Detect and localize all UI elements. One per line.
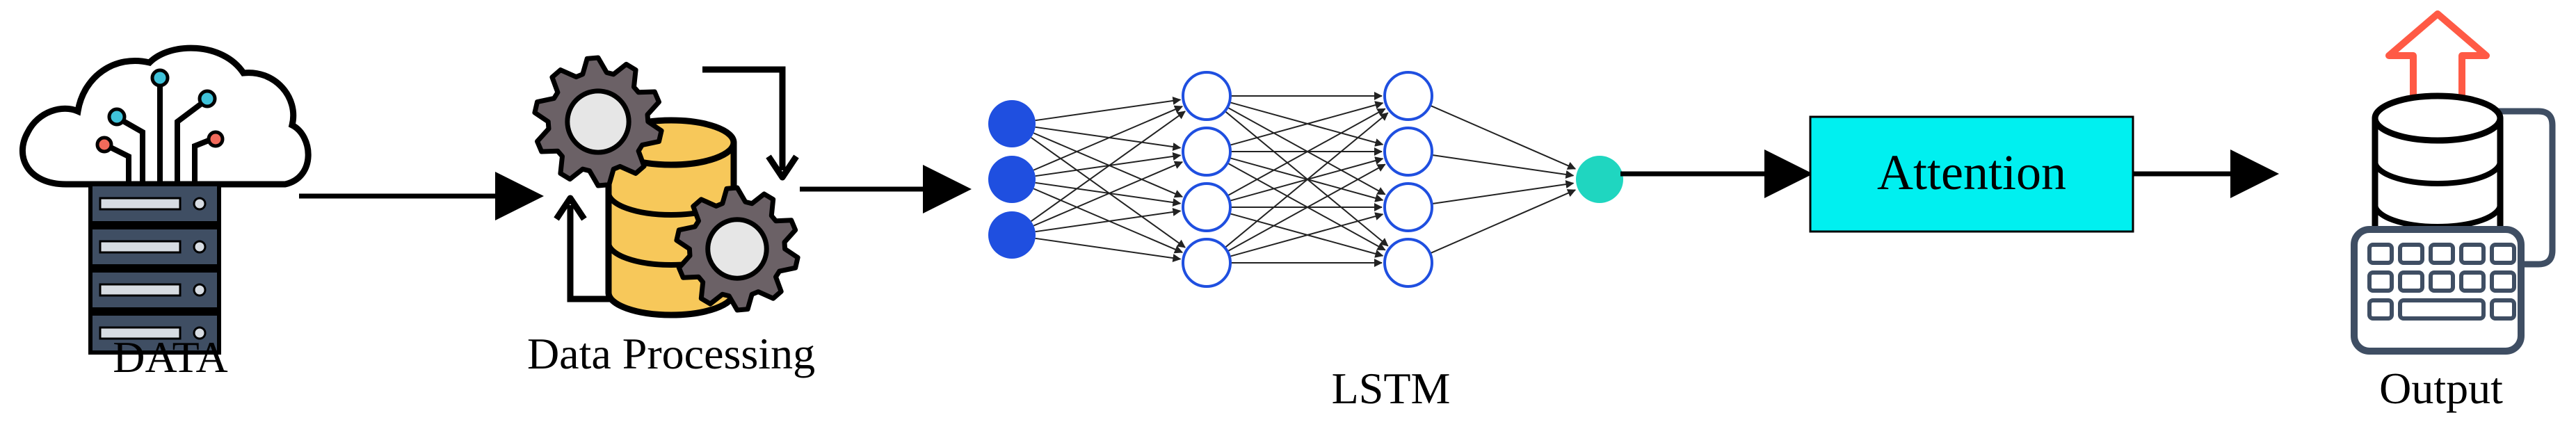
server-light (193, 283, 207, 297)
database-top (2372, 92, 2504, 144)
server-slot (99, 240, 182, 254)
network-edge (1429, 104, 1577, 170)
lstm-label: LSTM (1332, 364, 1451, 413)
cable-icon (2497, 108, 2556, 268)
upload-arrow-icon (2385, 10, 2490, 108)
hidden-node (1383, 182, 1433, 232)
hidden-node (1383, 127, 1433, 177)
output-label: Output (2379, 364, 2503, 413)
keyboard-key (2398, 270, 2424, 293)
network-edges (1031, 92, 1577, 267)
hidden-node (1182, 238, 1232, 288)
server-slot (99, 326, 182, 340)
gear-icon (532, 55, 664, 188)
network-edge (1431, 180, 1575, 205)
database-tier-line (2372, 161, 2503, 186)
input-node (988, 100, 1036, 147)
network-edge (1035, 237, 1182, 263)
hidden-node (1182, 71, 1232, 121)
output-stage: Output (2351, 10, 2556, 413)
hidden-node (1182, 127, 1232, 177)
network-edge (1229, 101, 1384, 146)
keyboard-key (2490, 298, 2516, 321)
gear-center (705, 217, 769, 281)
network-edge (1229, 157, 1384, 202)
network-edge (1035, 126, 1182, 152)
network-edge (1227, 163, 1386, 252)
processing-label: Data Processing (527, 329, 815, 378)
hidden-node (1182, 182, 1232, 232)
circuit-traces-icon (106, 83, 214, 184)
circuit-node-icon (198, 89, 217, 108)
keyboard-key (2367, 243, 2394, 265)
circuit-node-icon (150, 68, 170, 88)
network-edge (1227, 108, 1386, 197)
circuit-node-icon (207, 130, 225, 148)
attention-block: Attention (1809, 115, 2134, 233)
hidden-node (1383, 71, 1433, 121)
network-edge (1033, 105, 1183, 171)
network-edge (1033, 132, 1183, 198)
keyboard-icon (2351, 226, 2525, 355)
data-label: DATA (113, 332, 228, 382)
network-edge (1229, 212, 1384, 257)
server-light (193, 197, 207, 211)
keyboard-key (2490, 243, 2516, 265)
network-edge (1431, 154, 1575, 179)
keyboard-key (2490, 270, 2516, 293)
keyboard-key (2459, 270, 2486, 293)
server-light (193, 326, 207, 340)
server-slot (99, 283, 182, 297)
gear-center (565, 88, 631, 155)
data-stage: DATA (19, 44, 312, 382)
network-edge (1033, 161, 1183, 227)
processing-stage: Data Processing (527, 55, 815, 378)
server-slot (99, 197, 182, 211)
keyboard-key (2367, 298, 2394, 321)
input-node (988, 211, 1036, 259)
network-edge (1229, 213, 1384, 258)
output-node (1576, 156, 1623, 203)
network-edge (1035, 96, 1182, 122)
server-light (193, 240, 207, 254)
keyboard-key (2398, 243, 2424, 265)
gear-icon (674, 185, 800, 313)
cloud-icon (19, 44, 312, 188)
network-edge (1033, 188, 1183, 254)
hidden-node (1383, 238, 1433, 288)
keyboard-key (2367, 270, 2394, 293)
keyboard-spacebar (2398, 298, 2486, 321)
input-node (988, 156, 1036, 203)
network-edge (1224, 112, 1389, 249)
network-edge (1035, 207, 1182, 233)
keyboard-key (2429, 270, 2455, 293)
network-edge (1031, 111, 1186, 222)
keyboard-key (2429, 243, 2455, 265)
network-nodes (988, 71, 1623, 288)
network-edge (1429, 189, 1577, 254)
network-edge (1035, 181, 1182, 207)
attention-label: Attention (1877, 145, 2066, 200)
lstm-network: LSTM (988, 71, 1623, 413)
circuit-node-icon (107, 107, 127, 127)
keyboard-key (2459, 243, 2486, 265)
server-icon (88, 182, 221, 355)
circuit-node-icon (95, 136, 113, 154)
